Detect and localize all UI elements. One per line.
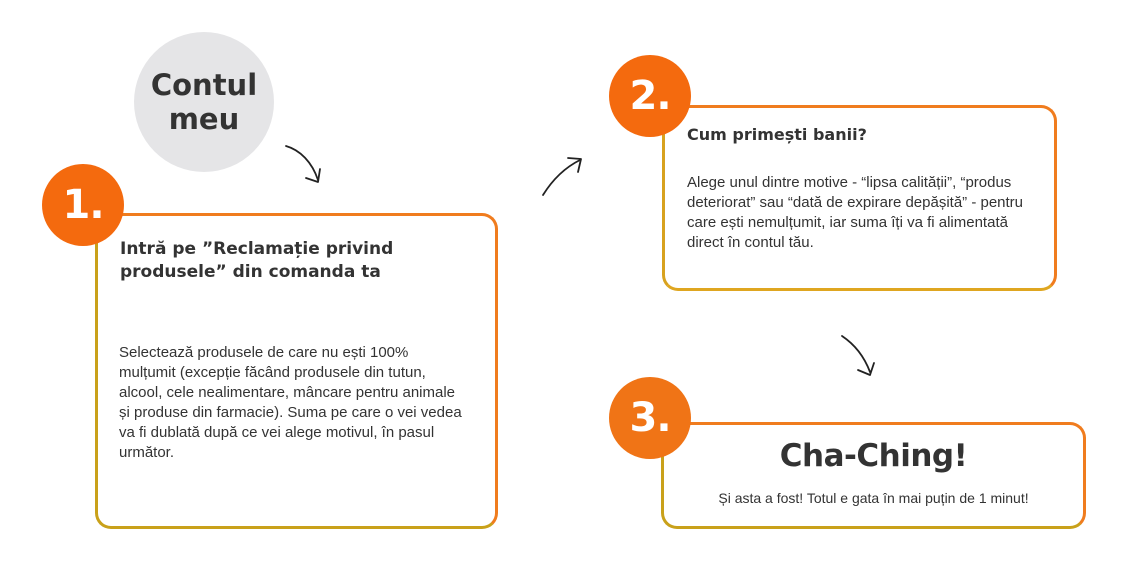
step-1-title: Intră pe ”Reclamație privind produsele” …	[120, 239, 394, 282]
arrow-account-to-step-1-icon	[285, 145, 321, 183]
account-circle: Contul meu	[134, 32, 274, 172]
step-3-title: Cha-Ching!	[779, 438, 968, 474]
step-1-description: Selectează produsele de care nu ești 100…	[119, 344, 462, 461]
step-3-card: Cha-Ching! Și asta a fost! Totul e gata …	[661, 422, 1086, 529]
step-2-card: Cum primești banii? Alege unul dintre mo…	[662, 105, 1057, 291]
arrow-step-2-to-step-3-icon	[841, 335, 875, 376]
account-label: Contul meu	[150, 68, 258, 136]
step-1-card: Intră pe ”Reclamație privind produsele” …	[95, 213, 498, 529]
step-3-badge: 3.	[609, 377, 691, 459]
arrow-step-1-to-step-2-icon	[542, 157, 582, 196]
step-2-description: Alege unul dintre motive - “lipsa calită…	[687, 174, 1024, 251]
step-1-badge: 1.	[42, 164, 124, 246]
step-3-description: Și asta a fost! Totul e gata în mai puți…	[718, 490, 1029, 506]
step-2-title: Cum primești banii?	[687, 125, 867, 144]
step-2-badge: 2.	[609, 55, 691, 137]
